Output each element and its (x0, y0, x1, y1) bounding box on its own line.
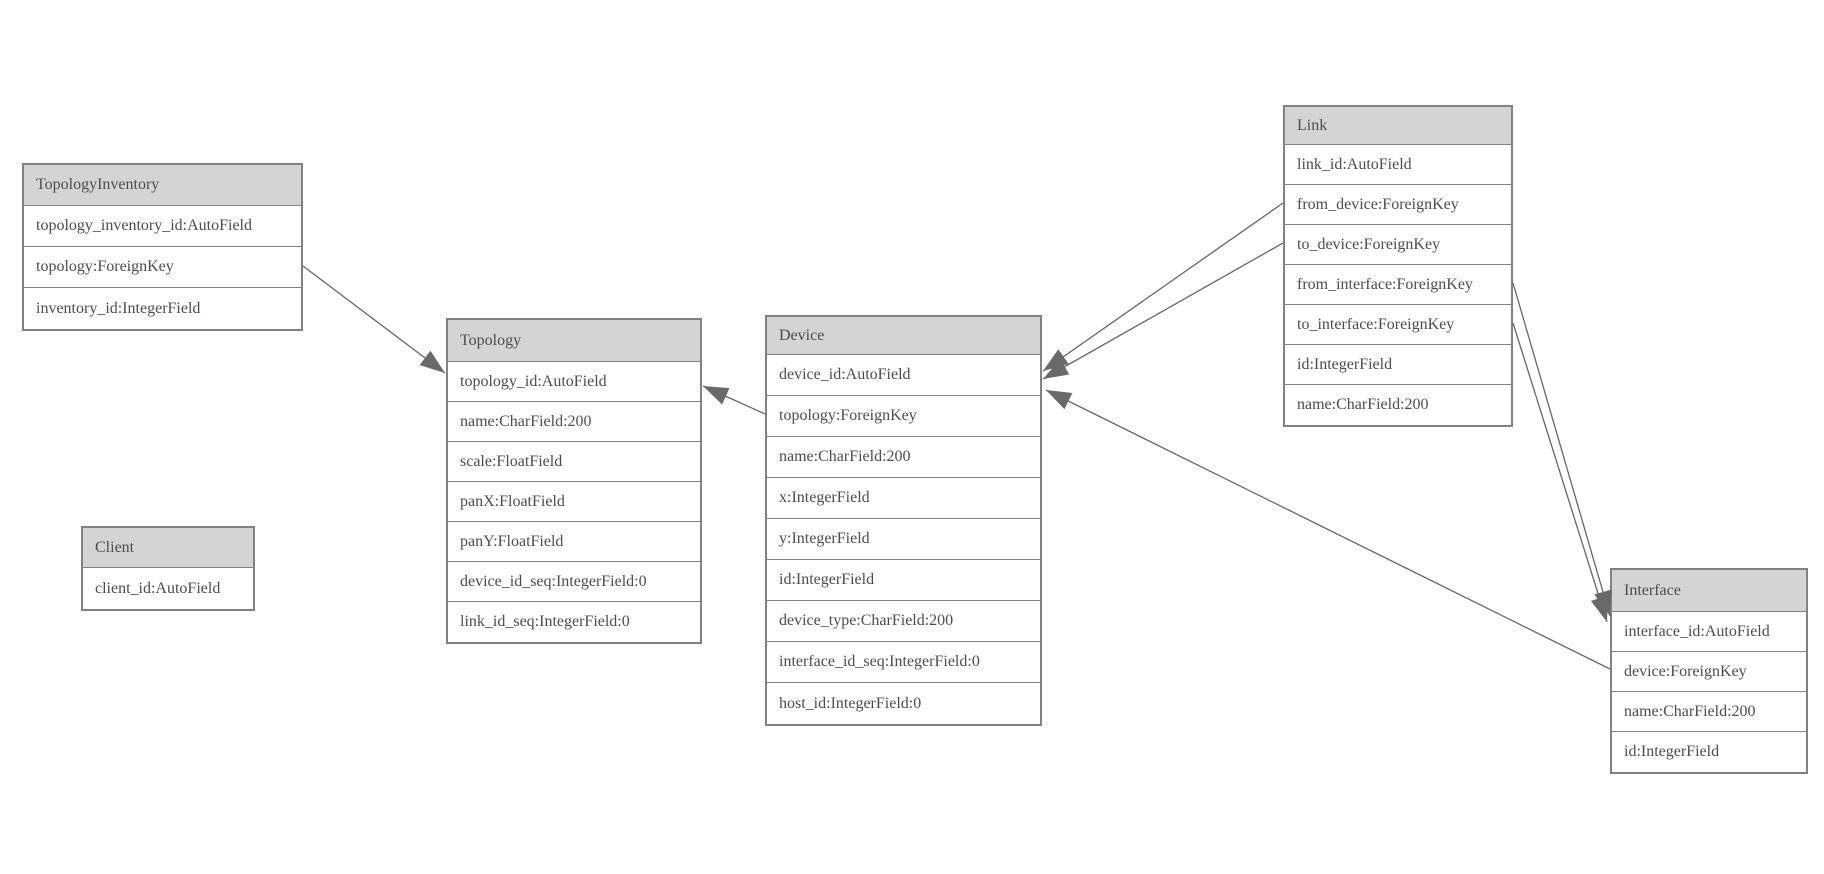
entity-field-row: x:IntegerField (767, 478, 1040, 519)
entity-field-row: device:ForeignKey (1612, 652, 1806, 692)
entity-field-row: host_id:IntegerField:0 (767, 683, 1040, 724)
entity-title-topologyinventory: TopologyInventory (24, 165, 301, 206)
entity-field-row: scale:FloatField (448, 442, 700, 482)
entity-field-row: panY:FloatField (448, 522, 700, 562)
entity-title-link: Link (1285, 107, 1511, 145)
relationship-edge-interface-device (1045, 389, 1611, 670)
entity-title-device: Device (767, 317, 1040, 355)
entity-field-row: panX:FloatField (448, 482, 700, 522)
relationship-edge-link-to_device (1042, 242, 1284, 380)
relationship-edge-link-from_interface (1512, 282, 1612, 617)
entity-field-row: id:IntegerField (767, 560, 1040, 601)
entity-field-row: client_id:AutoField (83, 568, 253, 609)
entity-field-row: y:IntegerField (767, 519, 1040, 560)
entity-field-row: link_id_seq:IntegerField:0 (448, 602, 700, 642)
entity-field-row: to_device:ForeignKey (1285, 225, 1511, 265)
entity-title-topology: Topology (448, 320, 700, 362)
entity-field-row: name:CharField:200 (767, 437, 1040, 478)
entity-field-row: name:CharField:200 (1285, 385, 1511, 425)
entity-field-row: interface_id:AutoField (1612, 612, 1806, 652)
entity-field-row: topology_id:AutoField (448, 362, 700, 402)
entity-field-row: inventory_id:IntegerField (24, 288, 301, 329)
entity-field-row: name:CharField:200 (1612, 692, 1806, 732)
relationship-edge-device-topology (702, 385, 766, 415)
entity-field-row: from_device:ForeignKey (1285, 185, 1511, 225)
entity-field-row: topology:ForeignKey (24, 247, 301, 288)
entity-field-row: id:IntegerField (1285, 345, 1511, 385)
entity-field-row: to_interface:ForeignKey (1285, 305, 1511, 345)
entity-field-row: topology_inventory_id:AutoField (24, 206, 301, 247)
entity-field-row: id:IntegerField (1612, 732, 1806, 772)
entity-field-row: device_id:AutoField (767, 355, 1040, 396)
entity-field-row: device_id_seq:IntegerField:0 (448, 562, 700, 602)
entity-field-row: device_type:CharField:200 (767, 601, 1040, 642)
relationship-edge-link-from_device (1042, 202, 1284, 372)
entity-title-client: Client (83, 528, 253, 568)
entity-field-row: name:CharField:200 (448, 402, 700, 442)
relationship-edge-topologyinventory-topology (302, 265, 446, 374)
entity-field-row: from_interface:ForeignKey (1285, 265, 1511, 305)
entity-field-row: interface_id_seq:IntegerField:0 (767, 642, 1040, 683)
relationship-edge-link-to_interface (1512, 322, 1609, 623)
entity-title-interface: Interface (1612, 570, 1806, 612)
entity-field-row: topology:ForeignKey (767, 396, 1040, 437)
entity-field-row: link_id:AutoField (1285, 145, 1511, 185)
